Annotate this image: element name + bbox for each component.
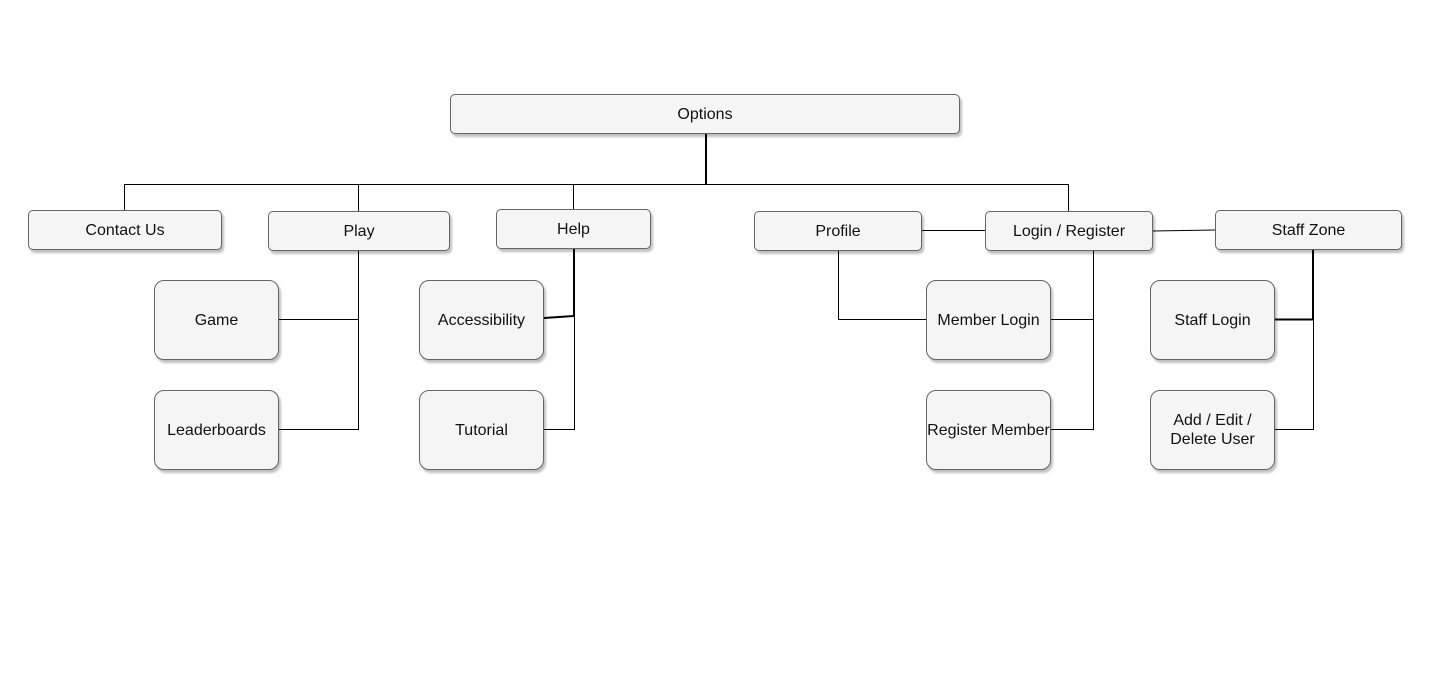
connector-staff-adduser: [1275, 319, 1314, 430]
node-profile[interactable]: Profile: [754, 211, 922, 251]
node-login-register[interactable]: Login / Register: [985, 211, 1153, 251]
node-leaderboards[interactable]: Leaderboards: [154, 390, 279, 470]
node-tutorial[interactable]: Tutorial: [419, 390, 544, 470]
connector-login-registermember: [1051, 319, 1094, 430]
node-help[interactable]: Help: [496, 209, 651, 249]
connector-profile-memberlogin: [838, 251, 926, 320]
node-options[interactable]: Options: [450, 94, 960, 134]
connector-help-accessibility: [543, 249, 575, 319]
node-staff-login[interactable]: Staff Login: [1150, 280, 1275, 360]
connector-login-memberlogin: [1051, 251, 1094, 320]
node-accessibility[interactable]: Accessibility: [419, 280, 544, 360]
node-member-login[interactable]: Member Login: [926, 280, 1051, 360]
node-game[interactable]: Game: [154, 280, 279, 360]
node-staff-zone[interactable]: Staff Zone: [1215, 210, 1402, 250]
node-contact-us[interactable]: Contact Us: [28, 210, 222, 250]
connector-play-leaderboards: [279, 319, 359, 430]
connector-help-tutorial: [544, 316, 575, 430]
connector-login-staffzone: [1152, 229, 1216, 232]
node-register-member[interactable]: Register Member: [926, 390, 1051, 470]
node-add-edit-delete-user[interactable]: Add / Edit / Delete User: [1150, 390, 1275, 470]
node-play[interactable]: Play: [268, 211, 450, 251]
connector-play-game: [279, 251, 359, 320]
connector-staff-stafflogin: [1275, 250, 1314, 321]
